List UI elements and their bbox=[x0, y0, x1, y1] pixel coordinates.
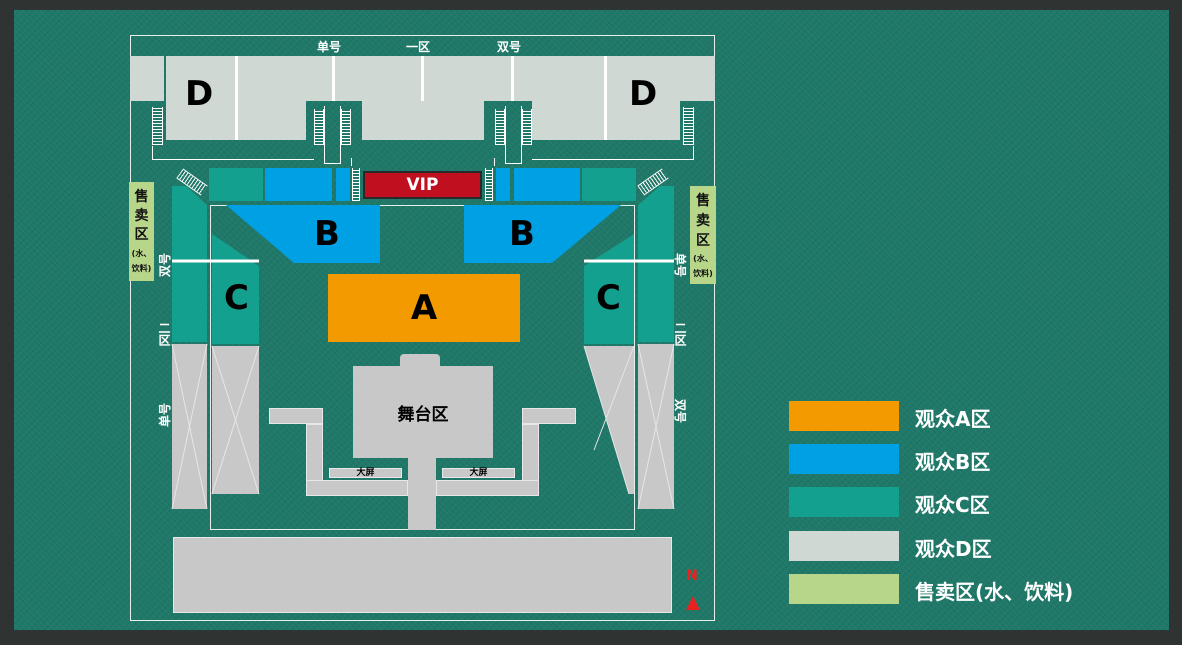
vendor-right-char: 区 bbox=[696, 233, 710, 249]
runway-right-top bbox=[522, 408, 576, 424]
vendor-left-note: (水、 bbox=[131, 249, 152, 258]
vendor-right-char: 售 bbox=[696, 193, 710, 209]
vendor-zone-right bbox=[690, 186, 716, 284]
stage-center-runway bbox=[408, 456, 436, 530]
d-zone-left-upper bbox=[306, 56, 336, 101]
legend-swatch-a bbox=[789, 401, 899, 431]
legend-swatch-d bbox=[789, 531, 899, 561]
walkway-line bbox=[152, 146, 314, 160]
b-zone-upper-left-2 bbox=[336, 168, 350, 201]
runway-left-top bbox=[269, 408, 323, 424]
zone-a-label: A bbox=[410, 288, 438, 328]
zone-b-right-label: B bbox=[509, 214, 535, 254]
top-label-single: 单号 bbox=[317, 40, 342, 54]
d-zone-cross bbox=[593, 345, 635, 451]
stage-area bbox=[353, 366, 493, 458]
legend-swatch-vendor bbox=[789, 574, 899, 604]
runway-left-bottom bbox=[306, 480, 408, 496]
stairs bbox=[485, 168, 493, 201]
legend-label-b: 观众B区 bbox=[915, 450, 991, 474]
zone-b-left-label: B bbox=[314, 214, 340, 254]
screen-right bbox=[442, 468, 515, 478]
vendor-right-char: 卖 bbox=[696, 213, 710, 229]
vip-zone bbox=[363, 171, 482, 199]
vendor-zone-left bbox=[129, 182, 154, 281]
vendor-left-char: 卖 bbox=[134, 208, 149, 224]
b-zone-left bbox=[226, 205, 380, 263]
side-label-right-upper: 单号 bbox=[673, 252, 687, 277]
compass-label: N bbox=[686, 568, 698, 584]
side-label-left-mid: 二区 bbox=[157, 322, 171, 346]
compass-arrow-icon bbox=[686, 596, 700, 610]
top-label-double: 双号 bbox=[497, 40, 522, 54]
a-zone bbox=[328, 274, 520, 342]
stairs bbox=[152, 107, 163, 145]
legend-label-c: 观众C区 bbox=[915, 493, 990, 517]
c-zone-upper-left bbox=[209, 168, 263, 201]
top-label-zone1: 一区 bbox=[406, 40, 431, 54]
stairs bbox=[683, 107, 694, 145]
side-label-left-lower: 单号 bbox=[158, 403, 172, 428]
zone-vip-label: VIP bbox=[406, 175, 439, 195]
c-zone-outer-right bbox=[638, 186, 674, 342]
walkway-line bbox=[324, 106, 341, 164]
b-zone-upper-right-1 bbox=[496, 168, 510, 201]
d-zone-right-upper bbox=[502, 56, 532, 101]
stage-label: 舞台区 bbox=[397, 405, 449, 425]
legend-label-vendor: 售卖区(水、饮料) bbox=[915, 580, 1074, 604]
b-zone-upper-left-1 bbox=[265, 168, 332, 201]
legend-label-a: 观众A区 bbox=[915, 407, 991, 431]
stairs bbox=[314, 109, 324, 145]
d-divider bbox=[421, 56, 424, 101]
screen-right-label: 大屏 bbox=[469, 468, 488, 478]
stairs bbox=[352, 168, 360, 201]
vendor-right-note: (水、 bbox=[693, 254, 713, 263]
d-zone-inner-right bbox=[584, 346, 634, 494]
bottom-floor-area bbox=[173, 537, 672, 613]
d-divider bbox=[604, 56, 607, 140]
d-zone-center-upper bbox=[336, 56, 502, 101]
vendor-left-char: 区 bbox=[134, 227, 149, 243]
zone-c-right-label: C bbox=[596, 278, 621, 318]
screen-left-label: 大屏 bbox=[356, 468, 375, 478]
legend-label-d: 观众D区 bbox=[915, 537, 992, 561]
screen-left bbox=[329, 468, 402, 478]
zone-d-right-label: D bbox=[629, 74, 658, 114]
d-zone-far-left bbox=[130, 56, 164, 101]
d-zone-cross bbox=[171, 343, 208, 510]
runway-right-bottom bbox=[436, 480, 539, 496]
zone-d-left-label: D bbox=[185, 74, 214, 114]
side-label-right-mid: 二区 bbox=[673, 322, 687, 346]
seating-shapes-svg bbox=[171, 186, 675, 510]
stairs bbox=[341, 109, 351, 145]
venue-map-board: 单号 一区 双号 D D VIP bbox=[14, 10, 1169, 630]
d-zone-cross bbox=[583, 345, 630, 495]
vendor-left-char: 售 bbox=[134, 189, 149, 205]
d-divider bbox=[235, 56, 238, 140]
stairs bbox=[522, 109, 532, 145]
d-divider bbox=[511, 56, 514, 101]
vendor-right-note: 饮料) bbox=[693, 269, 713, 278]
b-zone-right bbox=[464, 205, 621, 263]
walkway-line bbox=[351, 158, 495, 166]
b-zone-upper-right-2 bbox=[514, 168, 580, 201]
d-zone-cross bbox=[637, 343, 675, 510]
d-zone-cross bbox=[211, 345, 260, 495]
walkway-line bbox=[532, 146, 694, 160]
stairs bbox=[495, 109, 505, 145]
side-label-right-lower: 双号 bbox=[673, 398, 687, 423]
d-zone-far-right bbox=[680, 56, 715, 101]
legend-swatch-b bbox=[789, 444, 899, 474]
d-divider bbox=[332, 56, 335, 101]
vendor-left-note: 饮料) bbox=[131, 264, 152, 273]
d-zone-center-lower bbox=[362, 101, 484, 140]
venue-outline bbox=[130, 35, 715, 621]
walkway-line bbox=[505, 106, 522, 164]
legend-swatch-c bbox=[789, 487, 899, 517]
side-label-left-upper: 双号 bbox=[158, 253, 172, 278]
c-zone-upper-right bbox=[582, 168, 636, 201]
c-zone-outer-left bbox=[172, 186, 207, 342]
zone-c-left-label: C bbox=[224, 278, 249, 318]
